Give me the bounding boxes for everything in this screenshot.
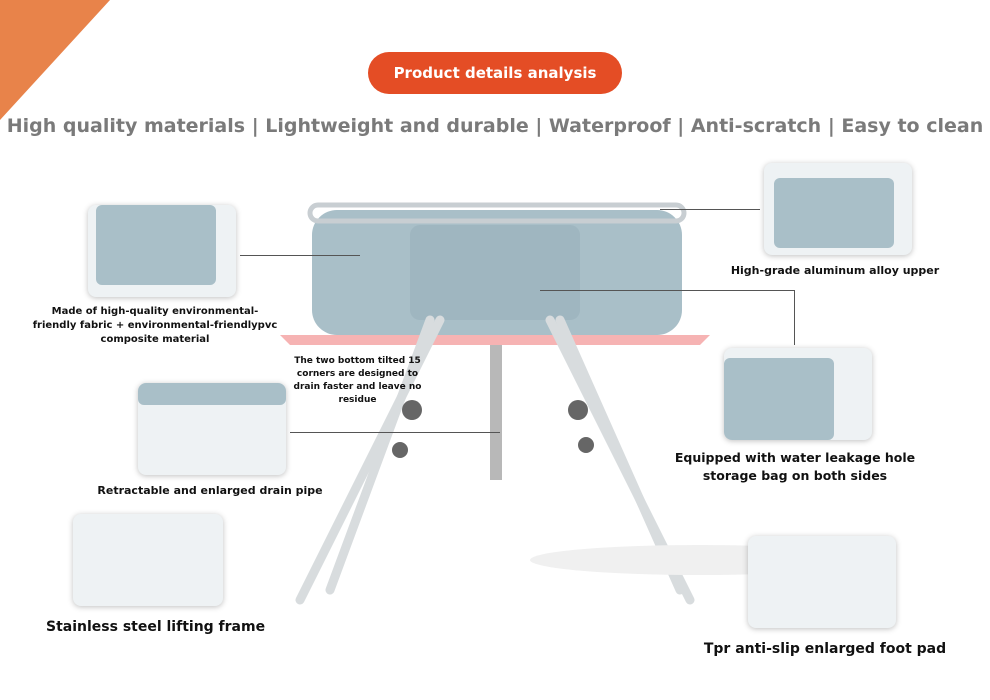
leader-line bbox=[290, 432, 500, 433]
leader-line bbox=[794, 290, 795, 345]
drain-pipe-label: Retractable and enlarged drain pipe bbox=[97, 484, 323, 497]
material-label: Made of high-quality environmental-frien… bbox=[32, 306, 278, 345]
foot-pad-label: Tpr anti-slip enlarged foot pad bbox=[703, 641, 947, 657]
storage-bag-closeup bbox=[724, 348, 872, 440]
storage-label: Equipped with water leakage hole storage… bbox=[674, 450, 916, 483]
aluminum-label: High-grade aluminum alloy upper bbox=[730, 264, 940, 277]
leader-line bbox=[240, 255, 360, 256]
leader-line bbox=[540, 290, 795, 291]
leader-line bbox=[660, 209, 760, 210]
product-details-badge: Product details analysis bbox=[368, 52, 622, 94]
foot-pad-closeup bbox=[748, 536, 896, 628]
drain-corner-label: The two bottom tilted 15 corners are des… bbox=[293, 356, 422, 405]
frame-closeup bbox=[73, 514, 223, 606]
drain-pipe-closeup bbox=[138, 383, 286, 475]
corner-decoration bbox=[0, 0, 110, 120]
feature-list: High quality materials | Lightweight and… bbox=[6, 115, 984, 137]
aluminum-closeup bbox=[764, 163, 912, 255]
frame-label: Stainless steel lifting frame bbox=[46, 619, 266, 635]
material-closeup bbox=[88, 205, 236, 297]
